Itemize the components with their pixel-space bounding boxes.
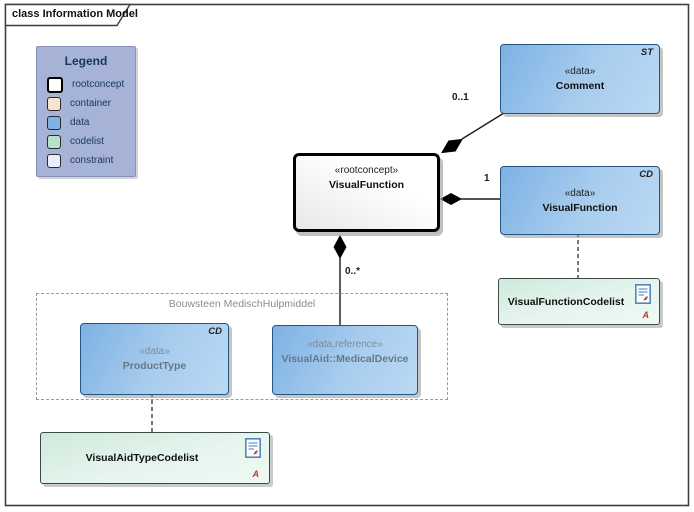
composition-diamond-vf-data[interactable] bbox=[440, 193, 462, 205]
stereotype-label: «data» bbox=[564, 187, 596, 199]
class-name: VisualFunction bbox=[542, 201, 618, 214]
package-title: Bouwsteen MedischHulpmiddel bbox=[168, 298, 316, 310]
legend[interactable]: Legend rootconcept container data codeli… bbox=[36, 46, 136, 177]
class-visualfunction-data[interactable]: CD «data» VisualFunction bbox=[500, 166, 660, 235]
a-marker: A bbox=[642, 310, 650, 320]
composition-diamond-comment[interactable] bbox=[438, 133, 467, 158]
class-producttype[interactable]: CD «data» ProductType bbox=[80, 323, 229, 395]
multiplicity-vf-data: 1 bbox=[484, 173, 490, 184]
class-name: VisualFunction bbox=[328, 179, 405, 191]
type-tag-cd: CD bbox=[639, 169, 653, 180]
legend-item-codelist: codelist bbox=[47, 132, 135, 151]
class-visualfunction-rootconcept[interactable]: «rootconcept» VisualFunction bbox=[293, 153, 440, 232]
composition-line-comment[interactable] bbox=[461, 112, 505, 140]
multiplicity-comment: 0..1 bbox=[452, 92, 469, 103]
stereotype-label: «rootconcept» bbox=[334, 165, 399, 176]
container-swatch bbox=[47, 96, 61, 111]
data-swatch bbox=[47, 115, 61, 130]
rootconcept-swatch bbox=[47, 76, 63, 93]
class-visualaidtypecodelist[interactable]: VisualAidTypeCodelist A bbox=[40, 432, 270, 484]
class-name: VisualFunctionCodelist bbox=[507, 295, 625, 308]
class-visualfunctioncodelist[interactable]: VisualFunctionCodelist A bbox=[498, 278, 660, 325]
legend-item-rootconcept: rootconcept bbox=[47, 75, 135, 94]
legend-title: Legend bbox=[64, 54, 108, 68]
class-comment[interactable]: ST «data» Comment bbox=[500, 44, 660, 114]
diagram-frame bbox=[4, 3, 690, 507]
linked-document-icon[interactable] bbox=[635, 284, 651, 304]
a-marker: A bbox=[252, 469, 260, 479]
stereotype-label: «data» bbox=[139, 346, 170, 357]
multiplicity-medical-device: 0..* bbox=[345, 266, 361, 277]
diagram-title: class Information Model bbox=[12, 8, 138, 20]
codelist-swatch bbox=[47, 134, 61, 149]
package-bouwsteen-medischhulpmiddel[interactable]: Bouwsteen MedischHulpmiddel bbox=[36, 293, 448, 400]
legend-item-container: container bbox=[47, 94, 135, 113]
stereotype-label: «data,reference» bbox=[307, 339, 383, 350]
constraint-swatch bbox=[47, 153, 61, 168]
stereotype-label: «data» bbox=[564, 66, 596, 77]
legend-item-constraint: constraint bbox=[47, 151, 135, 170]
class-name: VisualAidTypeCodelist bbox=[85, 452, 199, 464]
composition-diamond-medical-device[interactable] bbox=[333, 235, 347, 259]
class-name: ProductType bbox=[122, 360, 187, 372]
class-name: Comment bbox=[555, 80, 605, 92]
legend-item-data: data bbox=[47, 113, 135, 132]
class-visualaid-medicaldevice[interactable]: «data,reference» VisualAid::MedicalDevic… bbox=[272, 325, 418, 395]
type-tag-cd: CD bbox=[208, 326, 222, 337]
frame-tab bbox=[4, 3, 132, 27]
linked-document-icon[interactable] bbox=[245, 438, 261, 458]
type-tag-st: ST bbox=[640, 47, 653, 58]
class-name: VisualAid::MedicalDevice bbox=[281, 353, 409, 365]
